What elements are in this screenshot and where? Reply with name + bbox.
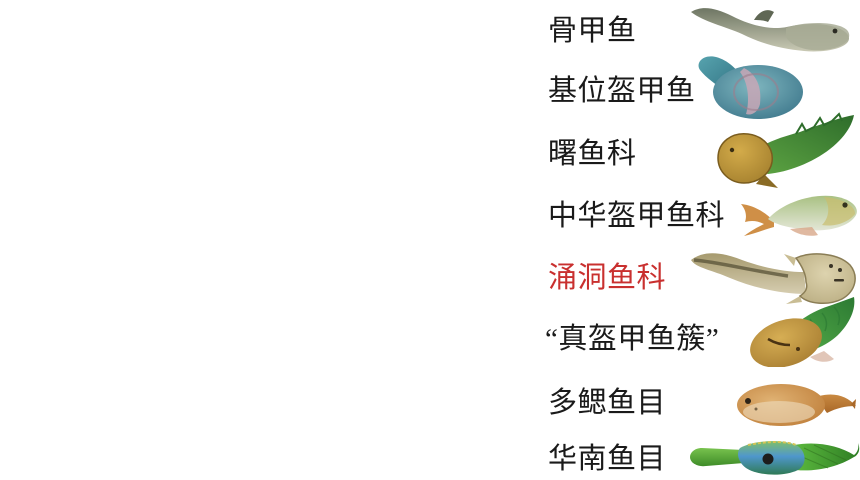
yongdongaspid-fish-icon [688, 246, 860, 308]
basal-galeaspid-fish-icon [692, 50, 810, 120]
taxon-label-yongdongaspid: 涌洞鱼科 [548, 262, 667, 294]
taxon-label-eugaleaspid-tribe: “真盔甲鱼簇” [545, 323, 720, 355]
taxon-label-sinogaleaspid: 中华盔甲鱼科 [548, 200, 726, 232]
sinogaleaspid-fish-icon [738, 183, 860, 241]
polybranchiaspid-fish-icon [735, 382, 857, 428]
taxon-label-osteostracan: 骨甲鱼 [548, 15, 637, 47]
huananaspid-fish-icon [688, 436, 860, 480]
taxon-label-shuyu: 曙鱼科 [548, 138, 637, 170]
taxon-label-polybranchiaspid: 多鳃鱼目 [548, 387, 667, 419]
osteostracan-fish-icon [688, 2, 860, 54]
taxon-label-huananaspid: 华南鱼目 [548, 443, 667, 475]
shuyu-fish-icon [712, 112, 860, 190]
taxon-label-basal-galeaspid: 基位盔甲鱼 [548, 75, 696, 107]
eugaleaspid-fish-icon [748, 295, 860, 367]
